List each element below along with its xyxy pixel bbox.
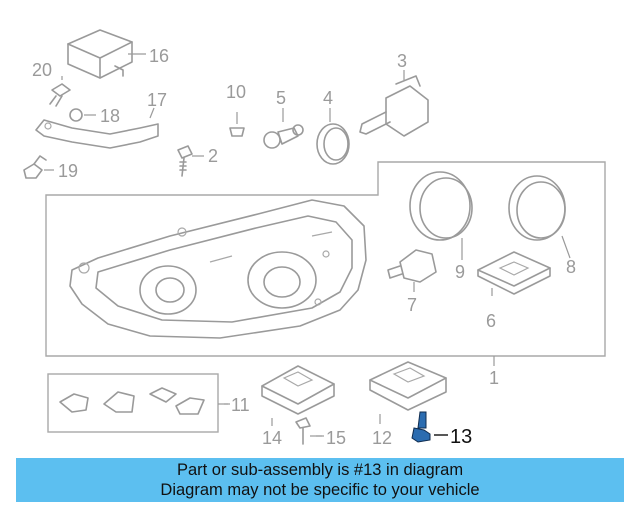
screw-part-15[interactable]	[295, 417, 322, 445]
callout-13: 13	[450, 426, 472, 448]
callout-14: 14	[262, 428, 282, 448]
lamp-cap-part-8[interactable]	[508, 175, 571, 259]
bolt-part-20[interactable]	[49, 76, 71, 107]
bulb-part-5[interactable]	[263, 108, 304, 149]
callout-5: 5	[276, 88, 286, 108]
ballast-part-14[interactable]	[261, 365, 335, 426]
callout-8: 8	[566, 257, 576, 277]
callout-18: 18	[100, 106, 120, 126]
clip-part-19[interactable]	[23, 155, 54, 179]
control-unit-part-6[interactable]	[477, 251, 551, 296]
bracket-set-frame	[47, 373, 219, 433]
xenon-bulb-part-3[interactable]	[359, 70, 429, 137]
callout-10: 10	[226, 82, 246, 102]
callout-2: 2	[208, 146, 218, 166]
callout-3: 3	[397, 51, 407, 71]
grommet-part-10[interactable]	[229, 112, 245, 137]
banner-line-2: Diagram may not be specific to your vehi…	[160, 481, 480, 499]
screw-part-2[interactable]	[177, 145, 204, 177]
callout-9: 9	[455, 262, 465, 282]
bracket-set-part-11[interactable]	[59, 387, 228, 415]
clip-part-18[interactable]	[69, 108, 96, 122]
callout-15: 15	[326, 428, 346, 448]
control-module-part[interactable]	[67, 29, 146, 79]
callout-11: 11	[231, 395, 250, 415]
highlighted-screw-part-13[interactable]	[411, 411, 448, 443]
callout-7: 7	[407, 295, 417, 315]
callout-16: 16	[149, 46, 169, 66]
callout-12: 12	[372, 428, 392, 448]
banner-line-1: Part or sub-assembly is #13 in diagram	[176, 461, 464, 479]
callout-17: 17	[147, 90, 167, 110]
bulb-socket-part-7[interactable]	[387, 249, 437, 292]
callout-19: 19	[58, 161, 78, 181]
callout-1: 1	[489, 368, 499, 388]
lamp-cap-part-9[interactable]	[409, 171, 473, 260]
callout-6: 6	[486, 311, 496, 331]
ballast-part-12[interactable]	[369, 361, 447, 424]
callout-20: 20	[32, 60, 52, 80]
bracket-part-17[interactable]	[35, 107, 159, 149]
headlamp-assembly-frame	[45, 161, 606, 357]
callout-4: 4	[323, 88, 333, 108]
cap-part-4[interactable]	[316, 108, 350, 165]
headlamp-housing[interactable]	[69, 199, 367, 339]
info-banner: Part or sub-assembly is #13 in diagram D…	[16, 458, 624, 502]
